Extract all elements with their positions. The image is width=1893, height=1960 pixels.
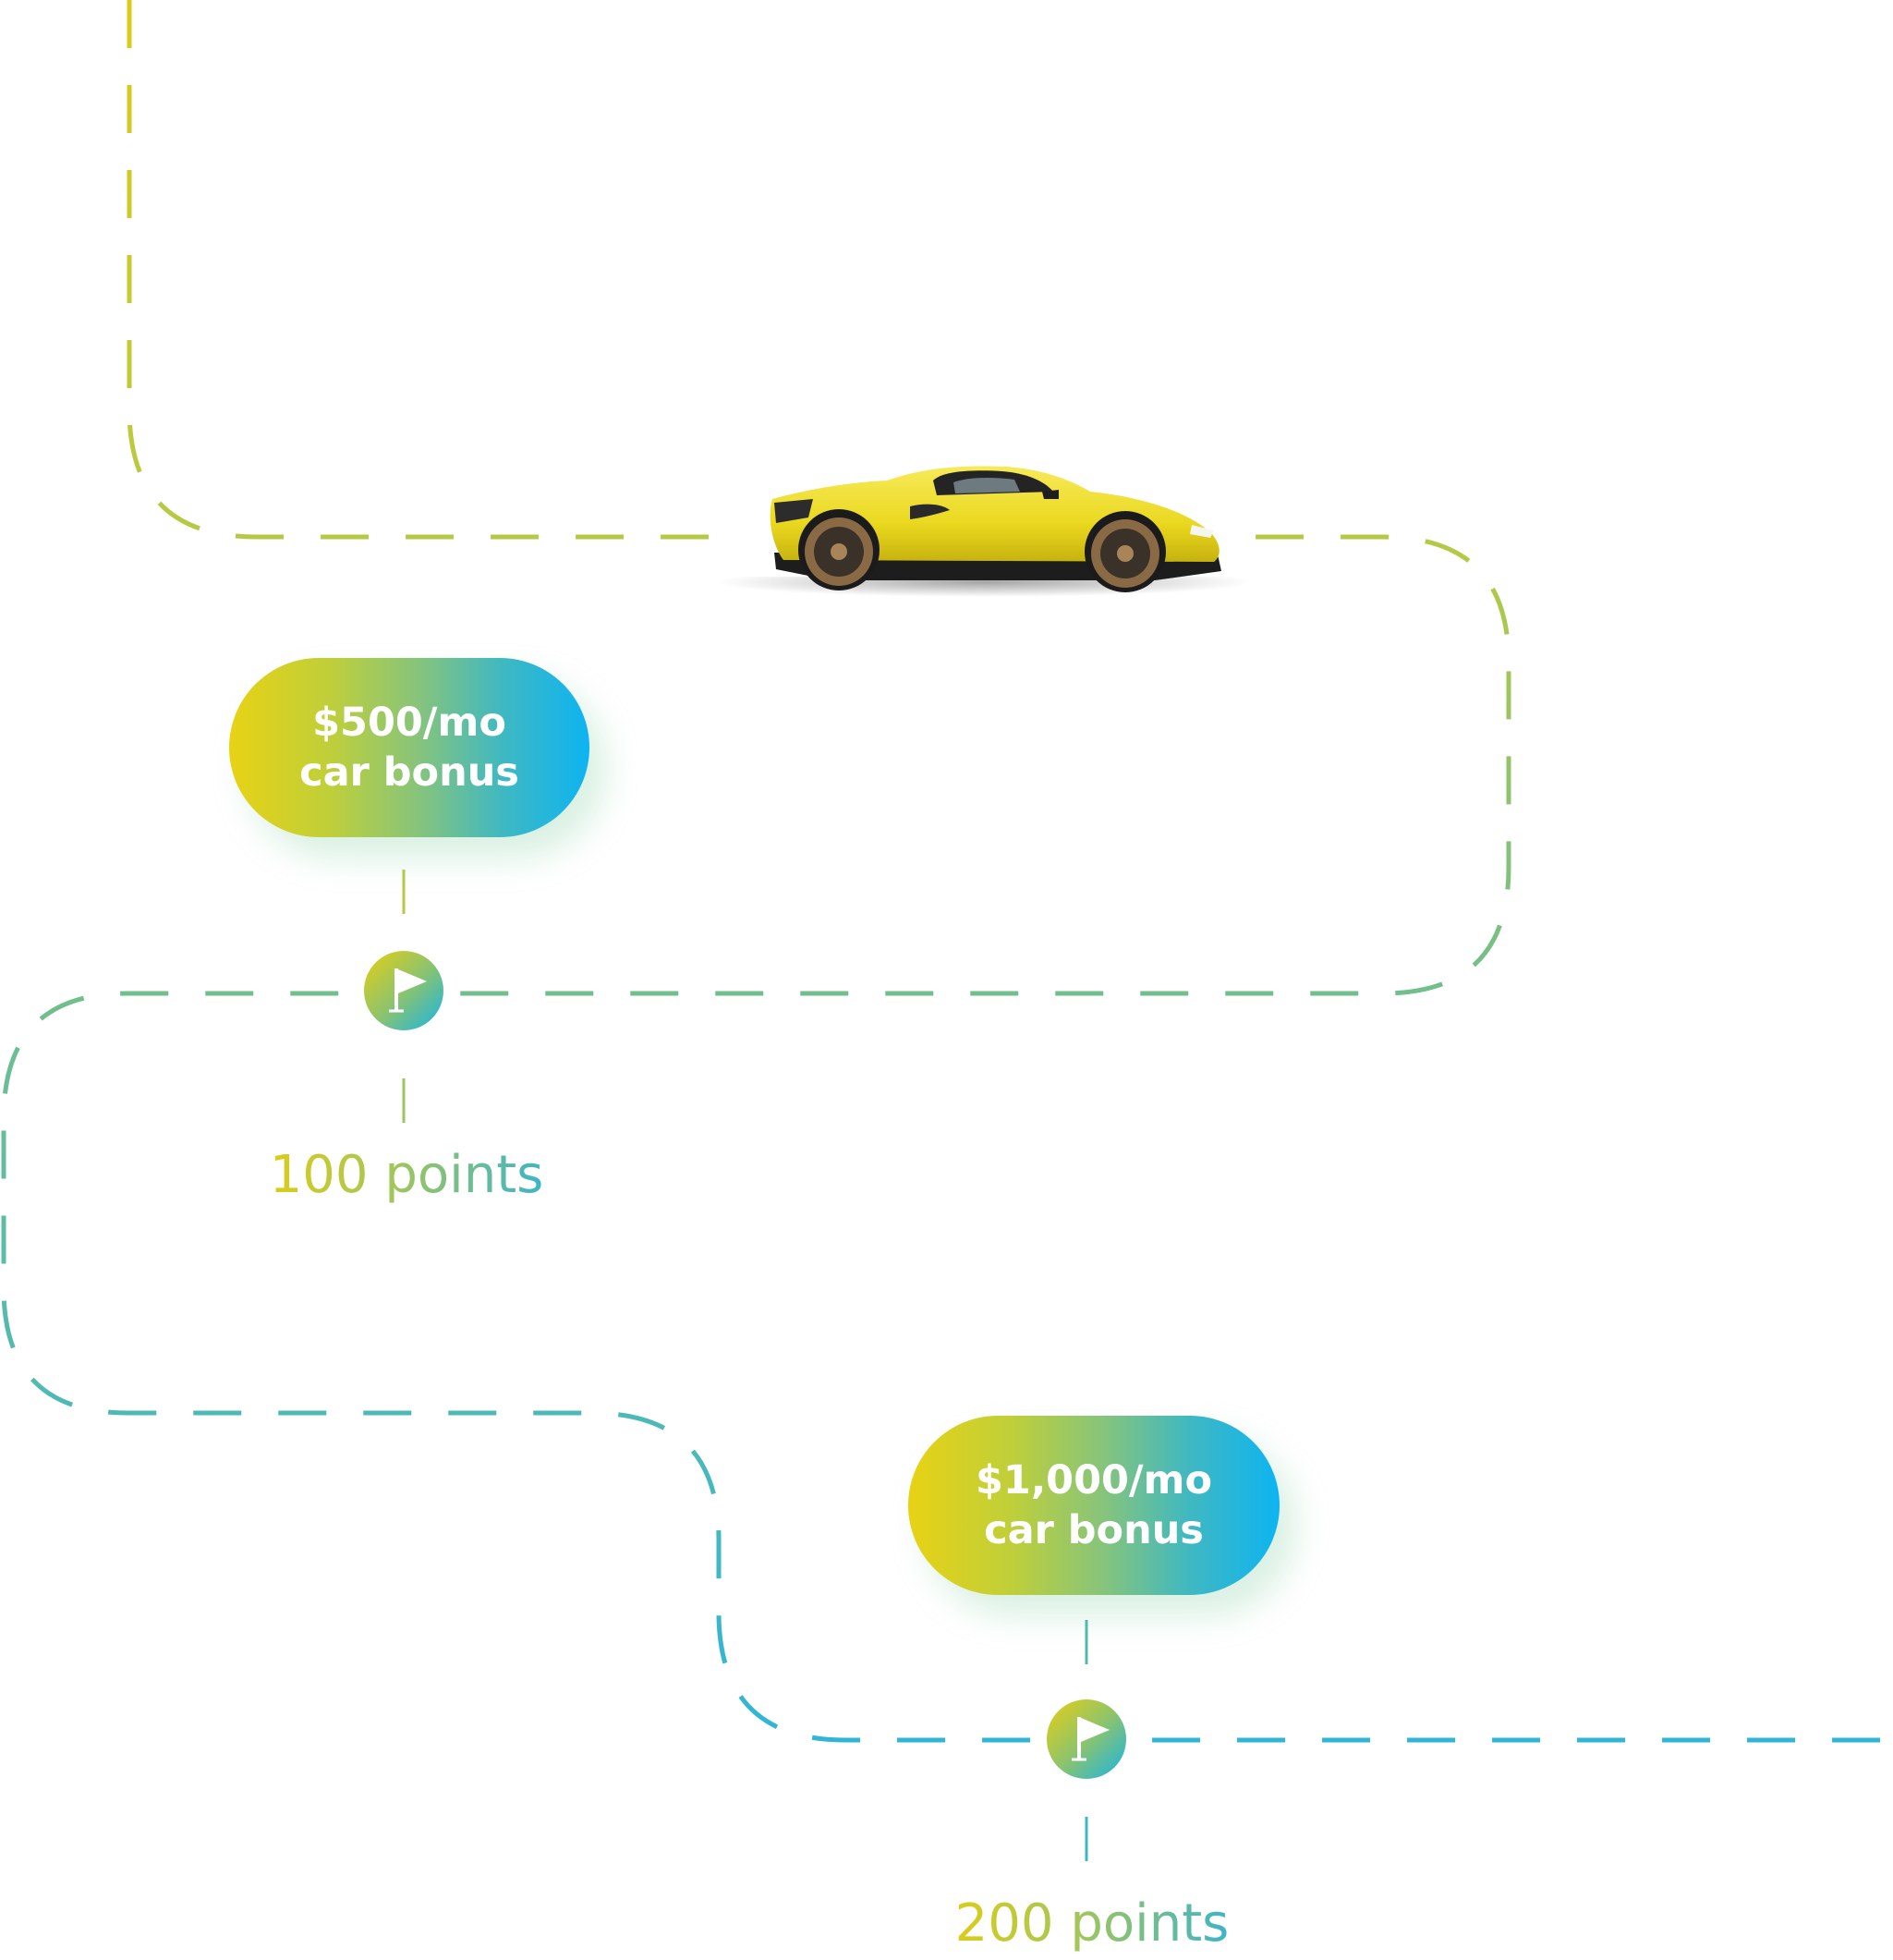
bonus-pill-1000: $1,000/mo car bonus xyxy=(908,1416,1280,1595)
points-label-100: 100 points xyxy=(268,1142,545,1209)
bonus-amount-label: $500/mo xyxy=(312,700,506,746)
flag-marker-2 xyxy=(1045,1698,1128,1781)
bonus-amount-label: $1,000/mo xyxy=(976,1457,1212,1503)
bonus-type-label: car bonus xyxy=(299,749,519,796)
flag-marker-1 xyxy=(362,949,445,1032)
bonus-type-label: car bonus xyxy=(984,1507,1204,1553)
bonus-pill-500: $500/mo car bonus xyxy=(229,658,589,837)
sports-car-image xyxy=(716,466,1252,597)
points-label-200: 200 points xyxy=(953,1891,1231,1957)
